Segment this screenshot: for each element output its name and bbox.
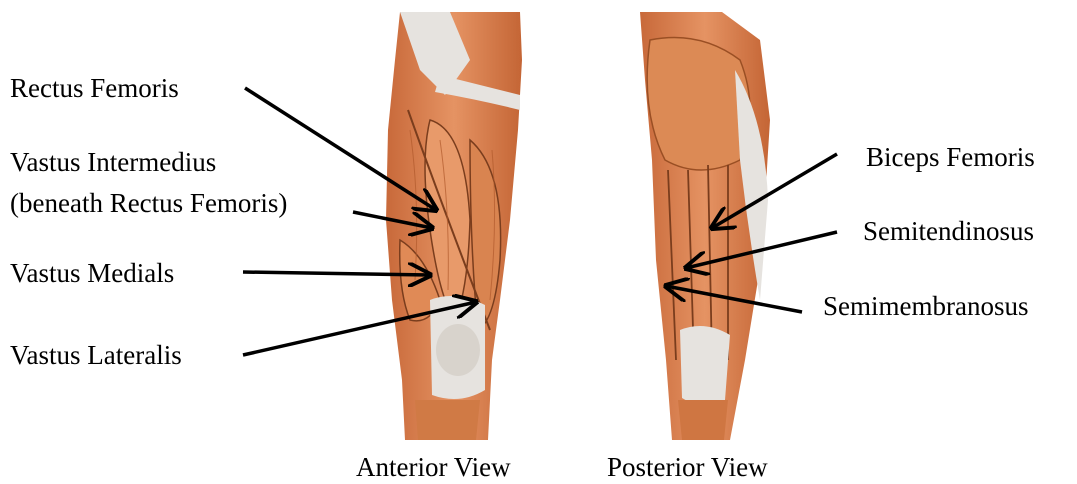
posterior-leg-illustration	[640, 12, 770, 440]
posterior-knee-tendon	[680, 326, 730, 405]
anterior-leg-illustration	[386, 12, 522, 440]
label-vastus-intermedius-note: (beneath Rectus Femoris)	[10, 188, 287, 218]
label-biceps-femoris: Biceps Femoris	[866, 142, 1035, 172]
label-vastus-intermedius: Vastus Intermedius	[10, 147, 216, 177]
patella	[436, 324, 480, 376]
gluteus-muscle	[647, 38, 750, 171]
caption-anterior-view: Anterior View	[356, 452, 511, 482]
label-semitendinosus: Semitendinosus	[863, 216, 1034, 246]
lower-leg-muscle	[415, 400, 480, 440]
label-vastus-lateralis: Vastus Lateralis	[10, 340, 182, 370]
caption-posterior-view: Posterior View	[607, 452, 768, 482]
label-semimembranosus: Semimembranosus	[823, 291, 1028, 321]
label-rectus-femoris: Rectus Femoris	[10, 73, 179, 103]
calf-muscle	[678, 400, 728, 440]
label-vastus-medialis: Vastus Medials	[10, 258, 174, 288]
